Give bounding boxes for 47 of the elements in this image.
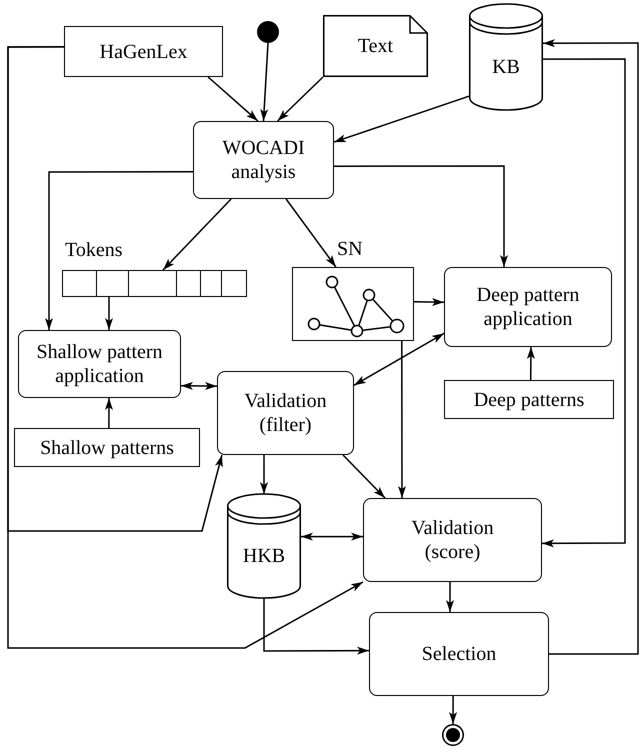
arrow [181, 382, 217, 390]
arrow [277, 76, 324, 122]
arrow [334, 165, 508, 267]
arrow [208, 76, 258, 122]
node-label: HaGenLex [98, 40, 188, 64]
node-label: Selection [420, 642, 498, 666]
process-box [18, 330, 181, 398]
node-label: KB [491, 55, 521, 79]
arrow [398, 341, 406, 498]
arrow [105, 297, 113, 330]
arrow [104, 398, 113, 428]
process-box [217, 371, 354, 455]
node-heading: Tokens [65, 240, 122, 260]
pattern-box [14, 428, 200, 467]
node-label: Deep pattern application [476, 283, 580, 331]
node-label: Shallow pattern application [35, 340, 164, 388]
arrow [446, 582, 454, 612]
arrow [301, 532, 363, 541]
arrow [449, 696, 458, 724]
node-label: Shallow patterns [39, 436, 175, 460]
arrow [542, 58, 626, 548]
arrow [45, 170, 193, 330]
process-box [444, 267, 612, 347]
node-label: Text [356, 34, 394, 58]
arrow [526, 347, 535, 380]
process-box [363, 498, 542, 582]
arrow [162, 198, 232, 271]
lexicon-box [64, 26, 223, 77]
arrow [334, 96, 470, 143]
arrow [354, 332, 444, 386]
node-label: Validation (filter) [243, 389, 328, 437]
arrow [7, 46, 364, 649]
process-box [369, 612, 549, 696]
process-box [193, 121, 334, 199]
node-label: Validation (score) [410, 516, 495, 564]
node-heading: SN [337, 239, 363, 259]
arrow [414, 298, 444, 306]
arrow [263, 598, 369, 655]
arrow [286, 198, 336, 268]
arrow [260, 42, 269, 122]
arrow [342, 454, 386, 499]
arrow [543, 39, 639, 655]
node-label: WOCADI analysis [221, 136, 306, 184]
node-label: HKB [242, 544, 286, 568]
pattern-box [444, 380, 614, 419]
node-label: Deep patterns [472, 388, 586, 412]
arrow [260, 455, 268, 494]
